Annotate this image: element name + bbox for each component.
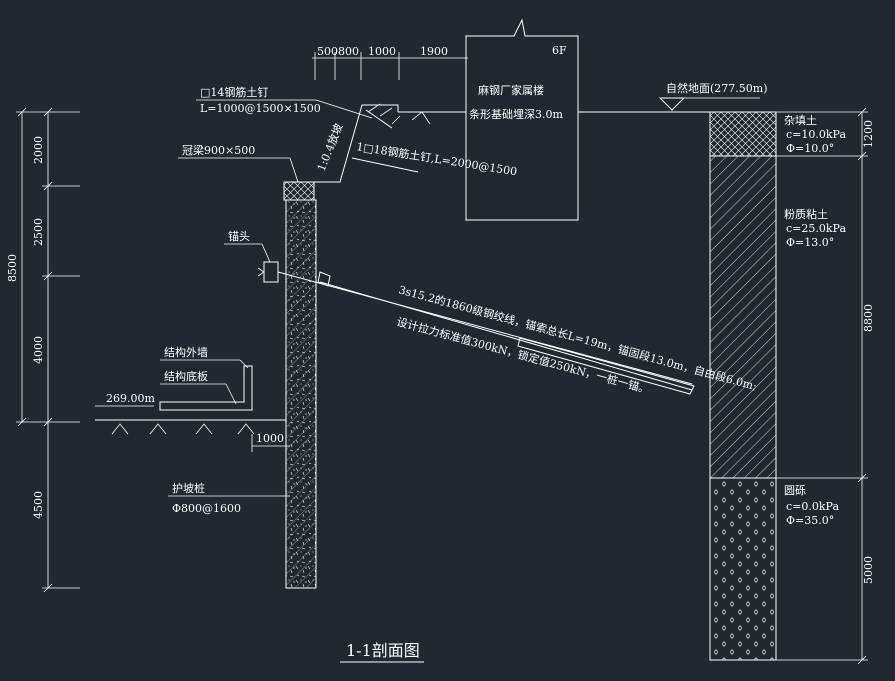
dim-4000: 4000 [32,336,45,364]
soil-3-c: c=0.0kPa [786,500,839,513]
soil-2-thickness: 8800 [862,304,875,332]
natural-ground-line [398,97,760,113]
anchor-tendon [277,271,695,395]
structure-wall-floor [159,359,253,411]
soil-1-c: c=10.0kPa [786,128,846,141]
cap-beam-label: 冠梁900×500 [182,143,255,157]
top-dim-500: 500 [317,45,338,58]
nail-top-leader [196,99,373,119]
excavation-bottom [95,405,286,435]
soil-3-thickness: 5000 [862,556,875,584]
building-outline [465,18,579,221]
soil-2-name: 粉质粘土 [784,207,828,221]
natural-ground-label: 自然地面(277.50m) [666,81,768,95]
soil-1-phi: Φ=10.0° [786,142,834,155]
dim-2500: 2500 [32,218,45,246]
offset-dim-1000: 1000 [256,432,284,445]
nail-top-spec: L=1000@1500×1500 [200,102,321,115]
soil-1-name: 杂填土 [784,113,817,127]
soil-column [709,107,868,665]
soil-2-c: c=25.0kPa [786,222,846,235]
building-foundation: 条形基础埋深3.0m [469,107,563,121]
nail-top-name: □14钢筋土钉 [200,85,268,99]
pile-name: 护坡桩 [172,481,205,495]
nail-lower-label: 1□18钢筋土钉,L=2000@1500 [356,139,519,178]
floor-label: 结构底板 [164,369,208,383]
soil-3-name: 圆砾 [784,484,806,497]
top-dim-1900: 1900 [420,45,448,58]
top-dim-1000: 1000 [368,45,396,58]
bottom-elevation: 269.00m [106,392,155,405]
building-name: 麻钢厂家属楼 [478,83,544,97]
left-dimension-chain [16,107,80,593]
slope-label: 1:0.4放坡 [314,121,346,173]
dim-4500: 4500 [32,491,45,519]
dim-total-8500: 8500 [6,254,19,282]
drawing-title: 1-1剖面图 [346,641,420,660]
dim-2000: 2000 [32,136,45,164]
soil-2-phi: Φ=13.0° [786,236,834,249]
top-dim-800: 800 [338,45,359,58]
soil-1-thickness: 1200 [862,120,875,148]
wall-label: 结构外墙 [164,345,208,359]
building-floors: 6F [552,44,567,57]
soil-3-phi: Φ=35.0° [786,514,834,527]
slope-profile [288,103,431,183]
cap-beam [283,181,315,201]
offset-dimension [251,434,290,452]
anchor-head-label: 锚头 [228,229,250,243]
pile-spec: Φ800@1600 [172,502,241,515]
top-dimension-chain [312,52,468,80]
